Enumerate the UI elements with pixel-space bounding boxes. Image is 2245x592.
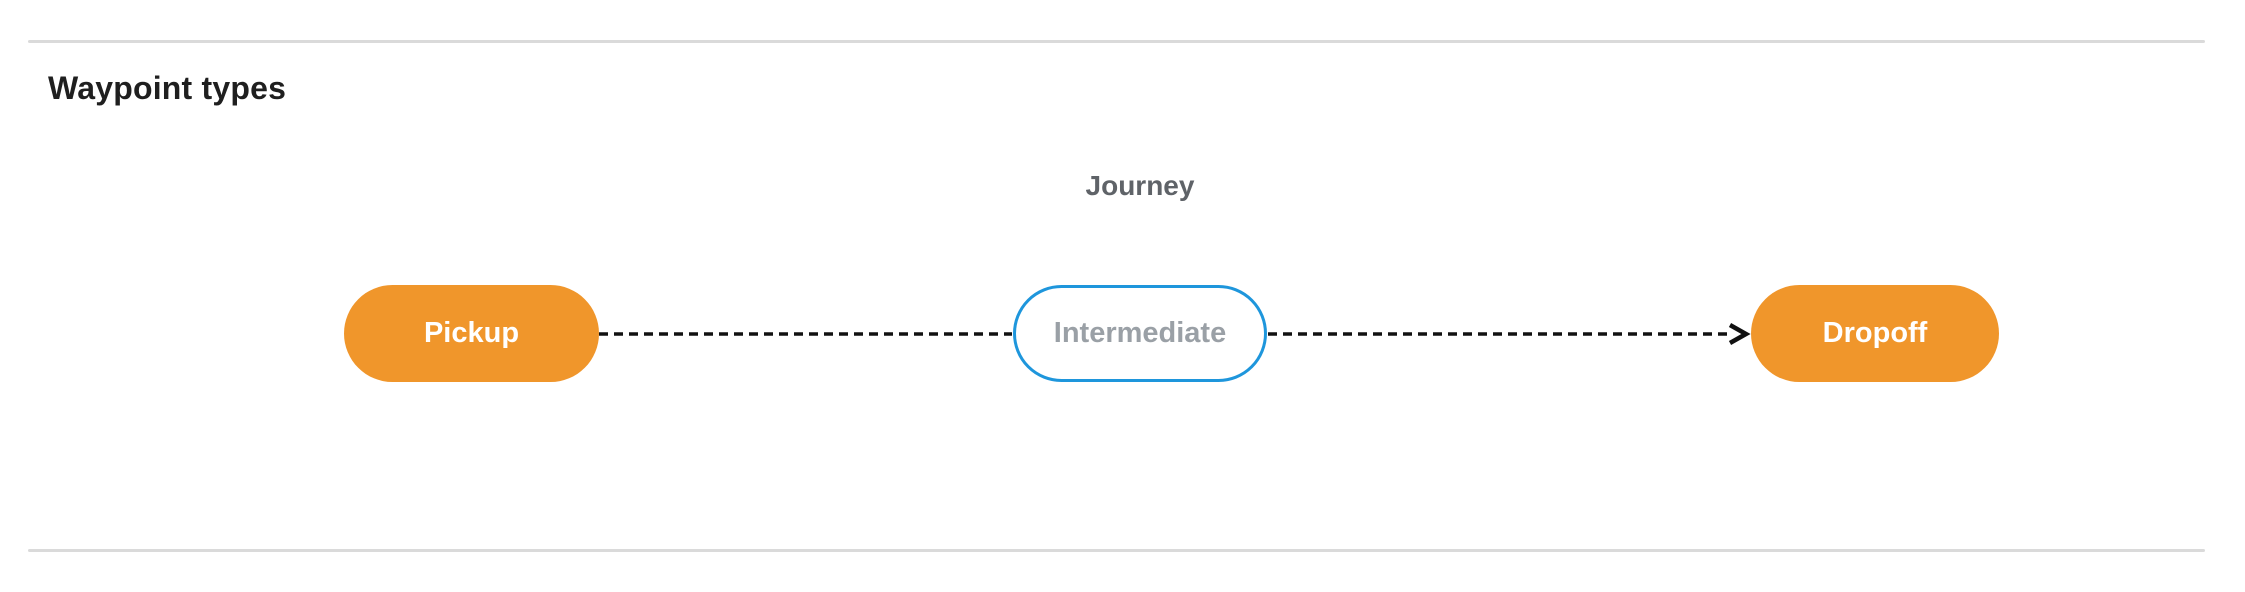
page-title: Waypoint types: [48, 70, 287, 106]
journey-label: Journey: [1085, 170, 1195, 201]
arrowhead-icon: [1728, 323, 1751, 345]
node-intermediate: Intermediate: [1013, 285, 1267, 382]
bottom-divider: [28, 549, 2205, 552]
top-divider: [28, 40, 2205, 43]
node-pickup: Pickup: [344, 285, 599, 382]
node-dropoff: Dropoff: [1751, 285, 1999, 382]
